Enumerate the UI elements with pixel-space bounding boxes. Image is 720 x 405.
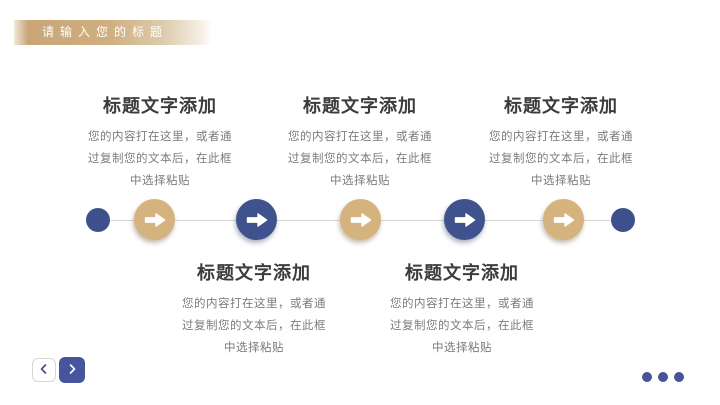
block-body-line: 过复制您的文本后，在此框 [88,153,232,165]
block-body-line: 中选择粘贴 [432,342,492,354]
prev-slide-button[interactable] [32,358,56,382]
next-slide-button[interactable] [59,357,85,383]
chevron-right-icon [66,363,78,378]
text-block-bottom-2: 标题文字添加 您的内容打在这里，或者通 过复制您的文本后，在此框 中选择粘贴 [367,261,557,359]
block-body-line: 过复制您的文本后，在此框 [288,153,432,165]
block-title: 标题文字添加 [197,263,311,283]
slide-title-placeholder[interactable]: 请输入您的标题 [14,20,212,45]
block-body-line: 您的内容打在这里，或者通 [88,131,232,143]
block-body-line: 中选择粘贴 [130,175,190,187]
timeline-step-3 [340,199,381,240]
block-title: 标题文字添加 [103,96,217,116]
text-block-bottom-1: 标题文字添加 您的内容打在这里，或者通 过复制您的文本后，在此框 中选择粘贴 [159,261,349,359]
block-body-line: 您的内容打在这里，或者通 [182,298,326,310]
text-block-top-3: 标题文字添加 您的内容打在这里，或者通 过复制您的文本后，在此框 中选择粘贴 [466,94,656,192]
block-body-line: 中选择粘贴 [531,175,591,187]
arrow-right-icon [350,212,372,228]
timeline-step-2 [236,199,277,240]
arrow-right-icon [144,212,166,228]
block-body-line: 过复制您的文本后，在此框 [182,320,326,332]
pagination-dot [658,372,668,382]
block-body-line: 过复制您的文本后，在此框 [390,320,534,332]
block-title: 标题文字添加 [405,263,519,283]
text-block-top-1: 标题文字添加 您的内容打在这里，或者通 过复制您的文本后，在此框 中选择粘贴 [65,94,255,192]
pagination-dot [674,372,684,382]
block-title: 标题文字添加 [303,96,417,116]
pagination-dot [642,372,652,382]
block-body-line: 您的内容打在这里，或者通 [390,298,534,310]
arrow-right-icon [454,212,476,228]
block-body-line: 中选择粘贴 [330,175,390,187]
arrow-right-icon [246,212,268,228]
block-body-line: 您的内容打在这里，或者通 [489,131,633,143]
chevron-left-icon [38,363,50,378]
timeline-end-dot [611,208,635,232]
arrow-right-icon [553,212,575,228]
block-body-line: 过复制您的文本后，在此框 [489,153,633,165]
pagination-dots [642,372,684,382]
timeline-step-1 [134,199,175,240]
block-body-line: 您的内容打在这里，或者通 [288,131,432,143]
block-body-line: 中选择粘贴 [224,342,284,354]
timeline-start-dot [86,208,110,232]
timeline-step-4 [444,199,485,240]
text-block-top-2: 标题文字添加 您的内容打在这里，或者通 过复制您的文本后，在此框 中选择粘贴 [265,94,455,192]
block-title: 标题文字添加 [504,96,618,116]
timeline-step-5 [543,199,584,240]
